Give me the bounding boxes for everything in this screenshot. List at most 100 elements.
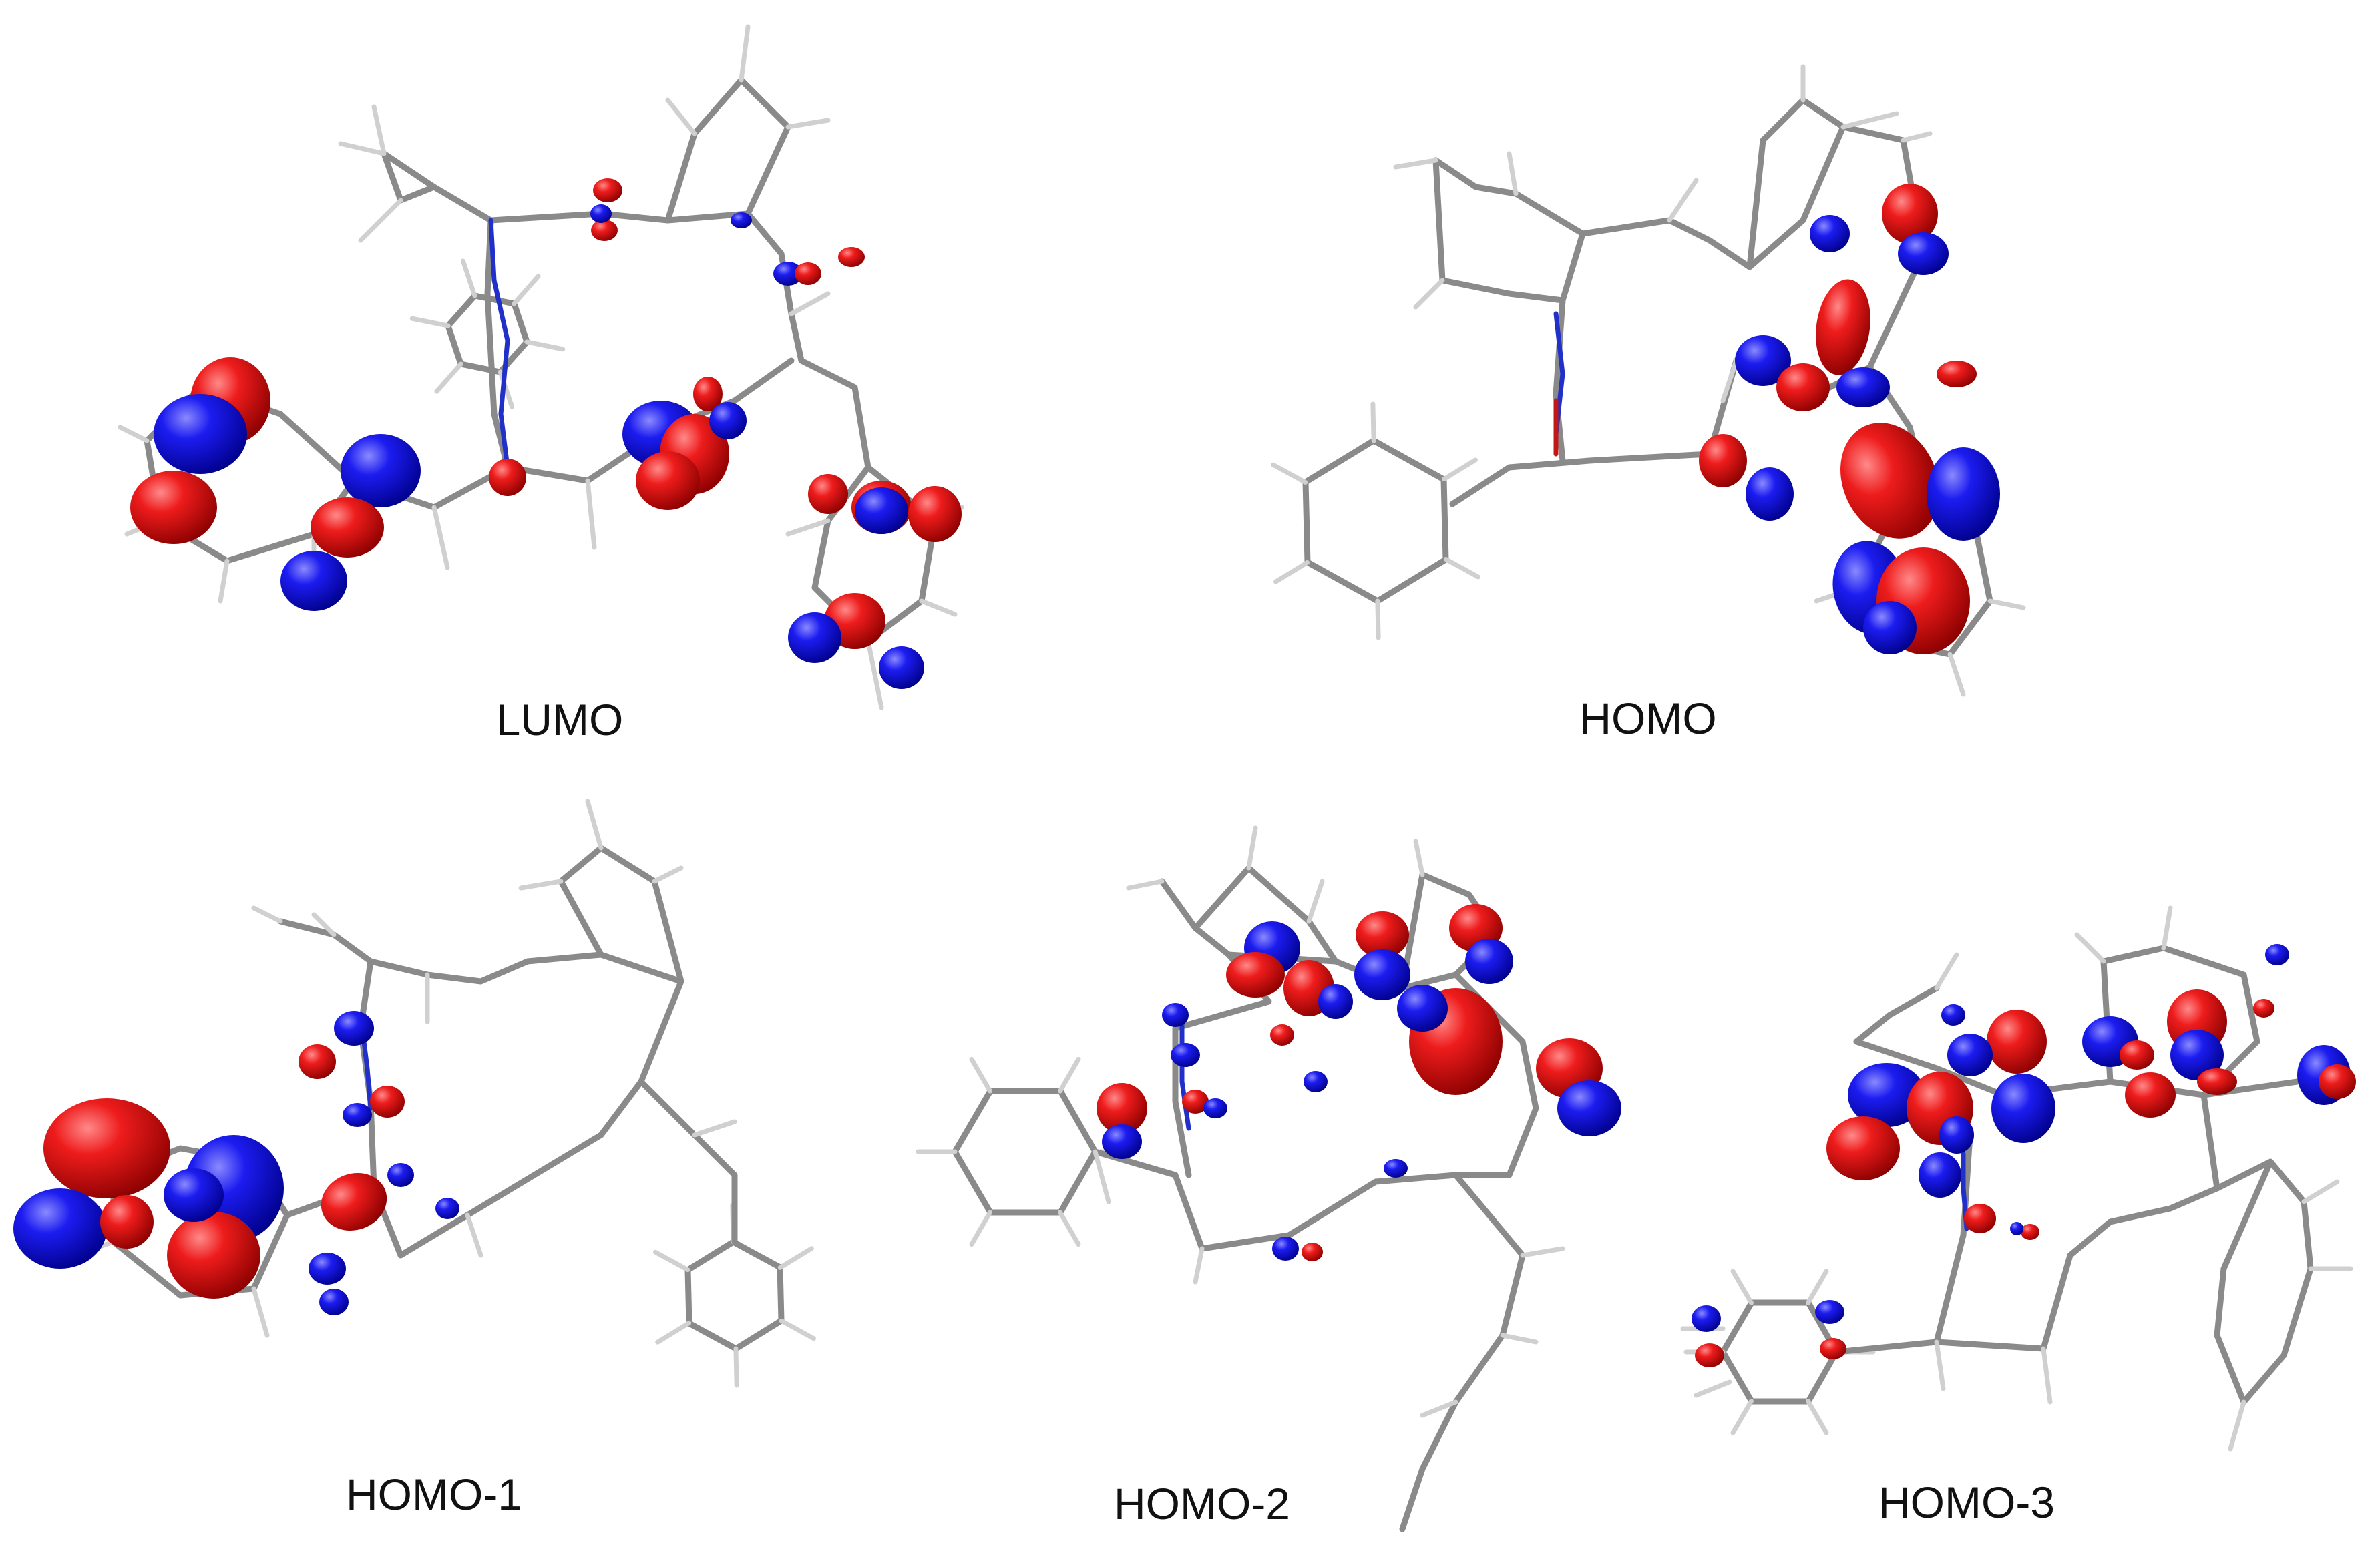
orbital-lobe-negative: [1692, 1305, 1721, 1332]
bond-path: [2214, 1158, 2314, 1405]
hydrogen-bond: [969, 1210, 992, 1247]
orbital-lobe-positive: [2197, 1068, 2237, 1095]
bond-path: [1179, 1012, 1191, 1131]
orbital-lobe-negative: [1162, 1003, 1189, 1027]
orbital-lobe-positive: [808, 474, 848, 514]
orbital-lobe-negative: [1947, 1034, 1993, 1076]
hydrogen-bond: [358, 198, 403, 243]
orbital-lobe-positive: [593, 178, 622, 202]
orbital-lobe-positive: [321, 1172, 387, 1231]
bond-path: [1853, 985, 1940, 1045]
orbital-lobe-positive: [838, 247, 865, 267]
orbital-lobe-negative: [1836, 367, 1890, 407]
orbital-lobe-positive: [311, 497, 384, 558]
hydrogen-bond: [865, 638, 884, 710]
orbital-lobe-negative: [2010, 1222, 2023, 1235]
orbital-lobe-negative: [435, 1198, 459, 1219]
bond-path: [1833, 1132, 1973, 1355]
orbital-lobe-negative: [1898, 232, 1949, 275]
hydrogen-bond: [2074, 932, 2106, 964]
hydrogen-bond: [1306, 879, 1325, 924]
hydrogen-bond: [789, 291, 831, 316]
hydrogen-bond: [1840, 111, 1899, 130]
hydrogen-bond: [1806, 1399, 1829, 1435]
bond-path: [277, 918, 684, 1259]
orbital-lobe-positive: [2319, 1064, 2356, 1099]
bond-path: [1432, 157, 1586, 464]
hydrogen-bond: [251, 905, 283, 924]
hydrogen-bond: [1934, 952, 1959, 991]
bond-path: [110, 1145, 290, 1299]
hydrogen-bond: [2301, 1179, 2340, 1204]
orbital-lobe-positive: [591, 220, 618, 241]
bond-path: [488, 218, 510, 470]
orbital-lobe-negative: [1384, 1159, 1408, 1178]
orbital-lobe-negative: [1927, 447, 2000, 541]
hydrogen-bond: [1443, 557, 1481, 580]
hydrogen-bond: [652, 865, 684, 884]
orbital-lobe-negative: [590, 204, 612, 223]
hydrogen-bond: [1420, 1399, 1458, 1418]
orbital-lobe-positive: [167, 1212, 260, 1299]
label-homo-2: HOMO-2: [1114, 1479, 1290, 1528]
hydrogen-bond: [1507, 151, 1519, 196]
orbital-lobe-negative: [855, 487, 908, 534]
hydrogen-bond: [118, 425, 150, 443]
orbital-lobe-negative: [334, 1011, 374, 1046]
orbital-lobe-positive: [2021, 1224, 2039, 1240]
hydrogen-bond: [919, 598, 958, 617]
bond-path: [1449, 451, 1713, 507]
hydrogen-bond: [251, 1286, 270, 1338]
orbital-lobe-positive: [299, 1044, 336, 1079]
orbital-lobe-positive: [636, 451, 700, 510]
hydrogen-bond: [524, 339, 566, 352]
orbital-lobe-positive: [1182, 1090, 1209, 1114]
molecule-lumo: [118, 24, 964, 710]
label-homo-3: HOMO-3: [1878, 1478, 2055, 1527]
hydrogen-bond: [779, 1318, 816, 1341]
hydrogen-bond: [665, 97, 697, 136]
orbital-lobe-positive: [1356, 911, 1409, 958]
orbital-lobe-positive: [1695, 1343, 1724, 1367]
hydrogen-bond: [460, 258, 477, 298]
orbital-lobe-negative: [1171, 1043, 1200, 1067]
hydrogen-bond: [1370, 401, 1376, 443]
hydrogen-bond: [785, 118, 831, 130]
hydrogen-bond: [2228, 1399, 2246, 1452]
orbital-lobe-positive: [908, 486, 962, 542]
orbital-lobe-negative: [1397, 985, 1448, 1032]
hydrogen-bond: [969, 1056, 992, 1094]
orbital-lobe-negative: [13, 1188, 107, 1269]
orbital-lobe-negative: [1991, 1074, 2055, 1143]
hydrogen-bond: [1246, 825, 1258, 871]
hydrogen-bond: [1667, 178, 1699, 223]
hydrogen-bond: [431, 505, 450, 570]
orbital-lobe-positive: [2125, 1072, 2176, 1118]
molecule-homo-1: [13, 799, 816, 1388]
hydrogen-bond: [1441, 457, 1478, 482]
hydrogen-bond: [1520, 1246, 1565, 1258]
label-homo: HOMO: [1579, 694, 1717, 743]
label-lumo: LUMO: [495, 695, 624, 744]
molecule-homo: [1270, 64, 2026, 697]
bond-path: [1302, 437, 1449, 604]
orbital-lobe-positive: [2120, 1040, 2154, 1070]
orbital-lobe-positive: [1937, 361, 1977, 387]
orbital-lobe-positive: [1826, 1116, 1900, 1180]
hydrogen-bond: [371, 104, 387, 156]
bond-path: [2100, 945, 2260, 1098]
orbital-lobe-positive: [489, 459, 526, 496]
orbital-lobe-positive: [1987, 1010, 2047, 1074]
orbital-lobe-positive: [43, 1098, 170, 1198]
orbital-lobe-negative: [1939, 1116, 1974, 1154]
hydrogen-bond: [218, 558, 230, 604]
hydrogen-bond: [1273, 560, 1310, 584]
orbital-lobe-negative: [879, 646, 924, 689]
hydrogen-bond: [733, 1346, 739, 1388]
orbital-lobe-negative: [1810, 215, 1850, 252]
orbital-lobe-negative: [1919, 1152, 1961, 1198]
orbital-lobe-negative: [788, 612, 841, 663]
orbital-lobe-positive: [1816, 279, 1870, 375]
